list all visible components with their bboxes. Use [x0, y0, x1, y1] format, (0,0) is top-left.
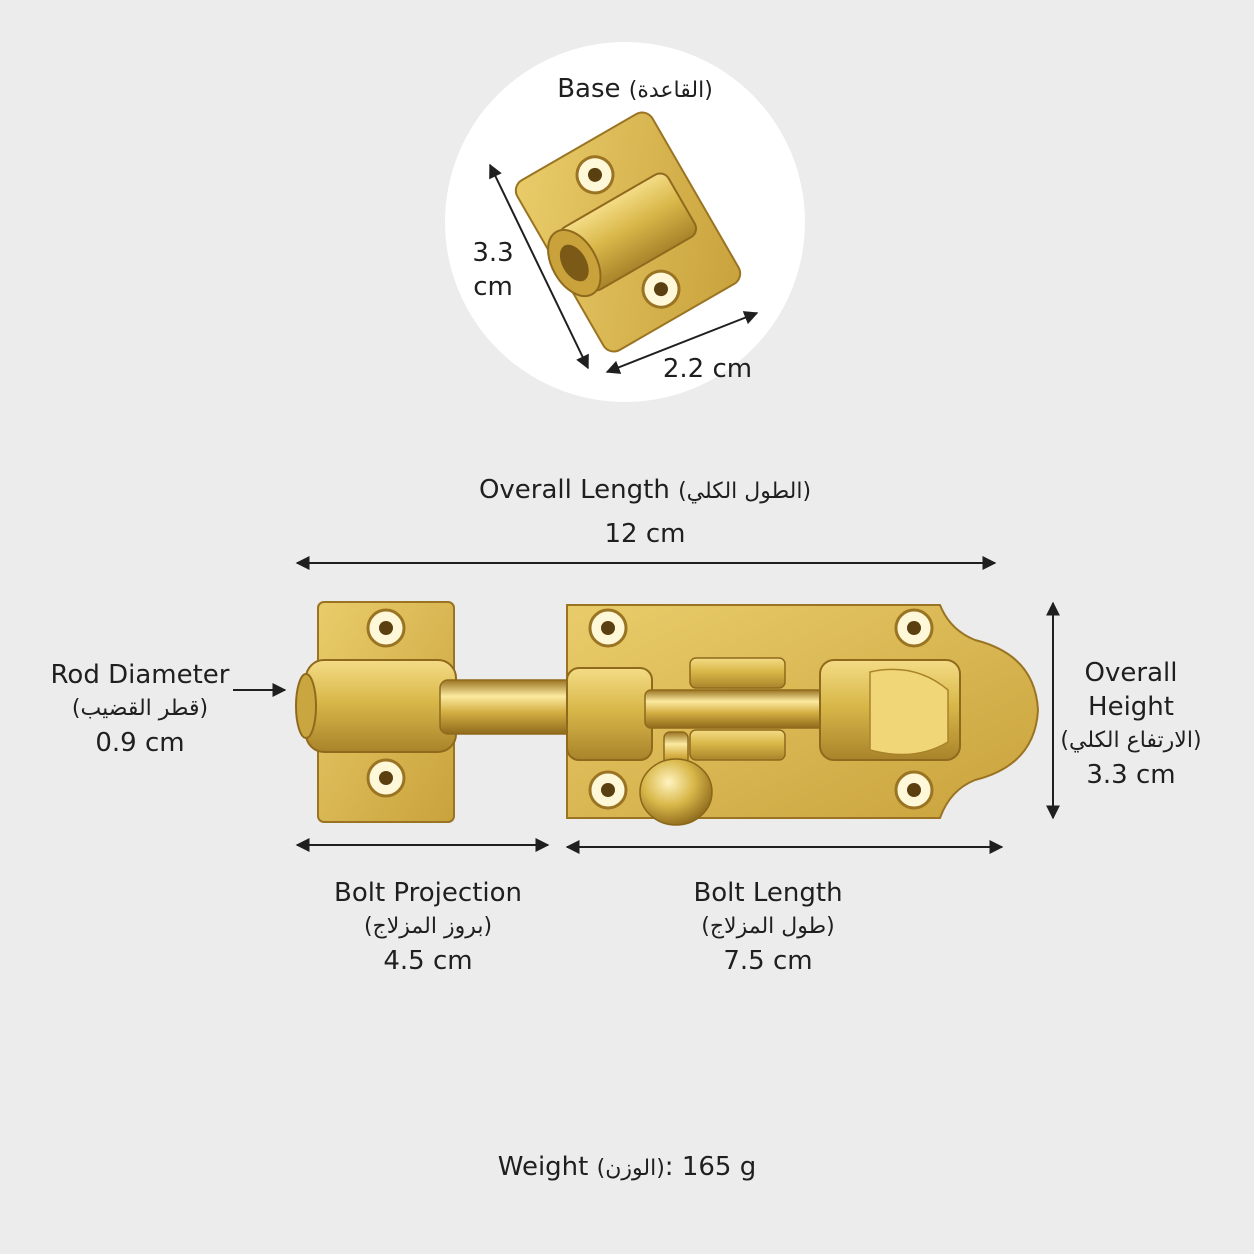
rod-diameter-label: Rod Diameter (قطر القضيب) 0.9 cm	[40, 658, 240, 760]
base-height-arrow	[489, 163, 589, 370]
bolt-projection-ar: (بروز المزلاج)	[363, 914, 493, 939]
weight-value: : 165 g	[664, 1152, 757, 1182]
bolt-projection-value: 4.5 cm	[383, 946, 473, 976]
base-title-en: Base	[557, 74, 621, 104]
overall-length-en: Overall Length	[478, 475, 670, 505]
bolt-projection-label: Bolt Projection (بروز المزلاج) 4.5 cm	[318, 876, 538, 978]
overall-length-ar: (الطول الكلي)	[678, 479, 812, 504]
overall-height-value: 3.3 cm	[1086, 760, 1176, 790]
weight-label: Weight (الوزن): 165 g	[427, 1150, 827, 1186]
bolt-length-ar: (طول المزلاج)	[701, 914, 835, 939]
base-width-arrow	[605, 311, 759, 374]
weight-ar: (الوزن)	[596, 1156, 665, 1181]
bolt-projection-en: Bolt Projection	[334, 878, 522, 908]
overall-height-label: Overall Height (الارتفاع الكلي) 3.3 cm	[1058, 656, 1204, 792]
main-plate-illustration	[566, 604, 1040, 826]
base-title-ar: (القاعدة)	[628, 78, 713, 103]
bolt-length-en: Bolt Length	[693, 878, 843, 908]
rod-diameter-ar: (قطر القضيب)	[71, 696, 209, 721]
base-height-value: 3.3	[472, 238, 514, 268]
base-height-label: 3.3 cm	[458, 236, 528, 304]
base-height-unit: cm	[473, 272, 513, 302]
bolt-length-value: 7.5 cm	[723, 946, 813, 976]
rod-diameter-value: 0.9 cm	[95, 728, 185, 758]
overall-height-en2: Height	[1088, 692, 1174, 722]
overall-length-value: 12 cm	[604, 519, 686, 549]
overall-height-en1: Overall	[1084, 658, 1178, 688]
base-title: Base (القاعدة)	[525, 72, 745, 108]
bolt-length-label: Bolt Length (طول المزلاج) 7.5 cm	[668, 876, 868, 978]
base-width-label: 2.2 cm	[662, 354, 753, 384]
overall-length-label: Overall Length (الطول الكلي) 12 cm	[445, 473, 845, 551]
overall-height-ar: (الارتفاع الكلي)	[1060, 728, 1202, 753]
rod-diameter-en: Rod Diameter	[50, 660, 230, 690]
weight-en: Weight	[497, 1152, 589, 1182]
keeper-plate-illustration	[295, 601, 457, 823]
